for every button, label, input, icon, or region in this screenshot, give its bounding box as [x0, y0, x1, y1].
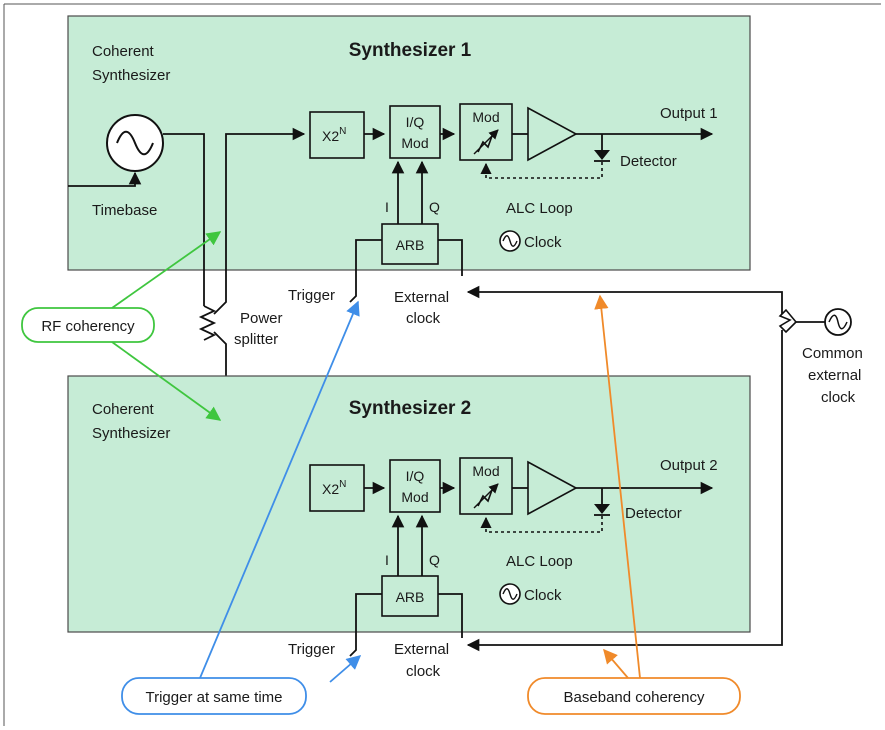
output-2-label: Output 2 [660, 457, 718, 474]
common-clock-label-line1: Common [802, 345, 863, 362]
rf-coherency-arrow-1 [111, 231, 222, 309]
clock-2-label: Clock [524, 587, 562, 604]
i-2-label: I [385, 552, 389, 568]
timebase-label: Timebase [92, 202, 157, 219]
baseband-arrow-2 [603, 648, 629, 679]
common-clock-to-synth1-wire [466, 285, 783, 314]
clock-splitter-icon [778, 308, 797, 334]
alc-loop-2-label: ALC Loop [506, 553, 573, 570]
detector-1-diode-icon [594, 150, 610, 160]
arb-block-1 [381, 223, 439, 265]
ext-clock-1-label-line1: External [394, 289, 449, 306]
i-1-label: I [385, 199, 389, 215]
trigger-1-label: Trigger [288, 287, 335, 304]
detector-2-label: Detector [625, 505, 682, 522]
clock-1-wave-icon [502, 235, 518, 247]
arb-2-label: ARB [396, 589, 425, 605]
arb-1-label: ARB [396, 237, 425, 253]
coherent-synth-1-label-line2: Synthesizer [92, 67, 170, 84]
attenuator-arrow-icon [473, 483, 499, 509]
synthesizer-1-title: Synthesizer 1 [349, 40, 472, 61]
iq-mod-1-label-line2: Mod [401, 135, 428, 151]
timebase-wire [68, 171, 142, 187]
q-1-label: Q [429, 199, 440, 215]
mod-2-label: Mod [472, 463, 499, 479]
trigger-1-wire [349, 239, 382, 303]
trigger-2-label: Trigger [288, 641, 335, 658]
x2n-block-1 [309, 111, 365, 159]
splitter-to-x2n-1-wire [213, 127, 306, 315]
baseband-coherency-callout [527, 677, 741, 715]
common-clock-label-line3: clock [821, 389, 856, 406]
common-clock-wave-icon [828, 314, 848, 330]
trigger-arrow-1 [199, 300, 360, 679]
baseband-coherency-label: Baseband coherency [564, 689, 705, 706]
iq-mod-2-label-line2: Mod [401, 489, 428, 505]
ext-clock-2-wire [438, 593, 463, 638]
common-clock-label-line2: external [808, 367, 861, 384]
ext-clock-2-label-line1: External [394, 641, 449, 658]
arb-block-2 [381, 575, 439, 617]
output-1-label: Output 1 [660, 105, 718, 122]
rf-coherency-arrow-2 [111, 341, 222, 421]
mod-1-label: Mod [472, 109, 499, 125]
attenuator-arrow-icon [473, 129, 499, 155]
clock-2-wave-icon [502, 588, 518, 600]
x2n-2-label: X2N [322, 479, 346, 497]
rf-coherency-label: RF coherency [41, 318, 135, 335]
mod-attenuator-block-1 [459, 103, 513, 161]
iq-mod-block-1 [389, 105, 441, 159]
sine-wave-icon [116, 130, 154, 156]
power-splitter-label-line2: splitter [234, 331, 278, 348]
trigger-same-time-callout [121, 677, 307, 715]
clock-1-label: Clock [524, 234, 562, 251]
iq-mod-block-2 [389, 459, 441, 513]
amplifier-1-icon [527, 106, 578, 162]
trigger-2-wire [349, 593, 382, 657]
osc1-to-splitter-wire [163, 133, 205, 306]
x2n-1-label: X2N [322, 126, 346, 144]
amplifier-2-icon [527, 460, 578, 516]
ext-clock-2-label-line2: clock [406, 663, 441, 680]
iq-mod-1-label-line1: I/Q [406, 114, 425, 130]
x2n-block-2 [309, 464, 365, 512]
q-2-label: Q [429, 552, 440, 568]
baseband-arrow-1 [594, 294, 641, 679]
coherent-synth-2-label-line1: Coherent [92, 401, 155, 418]
power-splitter-label-line1: Power [240, 310, 283, 327]
detector-2-diode-icon [594, 504, 610, 514]
trigger-arrow-2 [329, 655, 362, 683]
alc-loop-2-path [480, 516, 603, 533]
mod-attenuator-block-2 [459, 457, 513, 515]
trigger-same-time-label: Trigger at same time [146, 689, 283, 706]
coherent-synth-1-label-line1: Coherent [92, 43, 155, 60]
coherent-synth-2-label-line2: Synthesizer [92, 425, 170, 442]
power-splitter-icon [198, 305, 217, 341]
iq-mod-2-label-line1: I/Q [406, 468, 425, 484]
rf-coherency-callout [21, 307, 155, 343]
ext-clock-1-wire [438, 239, 463, 276]
ext-clock-1-label-line2: clock [406, 310, 441, 327]
alc-loop-1-label: ALC Loop [506, 200, 573, 217]
detector-1-label: Detector [620, 153, 677, 170]
common-clock-to-synth2-wire [466, 330, 783, 652]
synthesizer-2-title: Synthesizer 2 [349, 398, 472, 419]
alc-loop-1-path [480, 162, 603, 179]
